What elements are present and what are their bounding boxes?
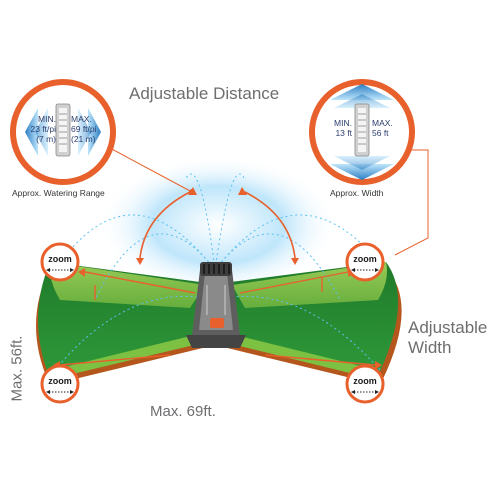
zoom-badge-label: zoom [353,376,377,386]
zoom-badge-shapes [40,242,385,404]
width-min-title: MIN. [334,118,352,128]
lawn-light-left [49,262,205,308]
max-length-label: Max. 69ft. [150,403,216,420]
water-mist [98,155,338,295]
range-min-title: MIN. [38,114,56,124]
zoom-badge-label: zoom [48,376,72,386]
distance-arrows [139,191,296,259]
width-max-ft: 56 ft [372,128,389,138]
range-max-label: MAX. 69 ft/pi (21 m) [71,114,111,144]
zoom-badge-top-left: zoom [40,242,80,282]
zoom-badge-label: zoom [48,254,72,264]
width-arrows [59,271,376,366]
max-width-label: Max. 56ft. [8,335,26,402]
width-max-title: MAX. [372,118,393,128]
adjustable-width-line2: Width [408,338,452,357]
range-max-title: MAX. [71,114,92,124]
zoom-badge-label: zoom [353,254,377,264]
sprinkler-device [186,262,246,348]
width-caption: Approx. Width [330,188,384,198]
spray-arcs [54,173,386,371]
width-callout-circle [309,79,415,185]
zoom-badge-bottom-left: zoom [40,364,80,404]
range-min-ft: 23 ft/pi [30,124,56,134]
adjustable-distance-heading: Adjustable Distance [129,84,280,103]
zoom-badge-bottom-right: zoom [345,364,385,404]
range-max-m: (21 m) [71,134,96,144]
width-min-ft: 13 ft [335,128,352,138]
range-max-ft: 69 ft/pi [71,124,97,134]
adjustable-width-heading: Adjustable Width [408,318,487,358]
watering-range-caption: Approx. Watering Range [12,188,105,198]
zoom-badge-top-right: zoom [345,242,385,282]
width-min-label: MIN. 13 ft [318,118,352,138]
width-max-label: MAX. 56 ft [372,118,406,138]
range-min-label: MIN. 23 ft/pi (7 m) [20,114,56,144]
range-min-m: (7 m) [36,134,56,144]
adjustable-width-line1: Adjustable [408,318,488,337]
range-callout-circle [10,79,116,185]
